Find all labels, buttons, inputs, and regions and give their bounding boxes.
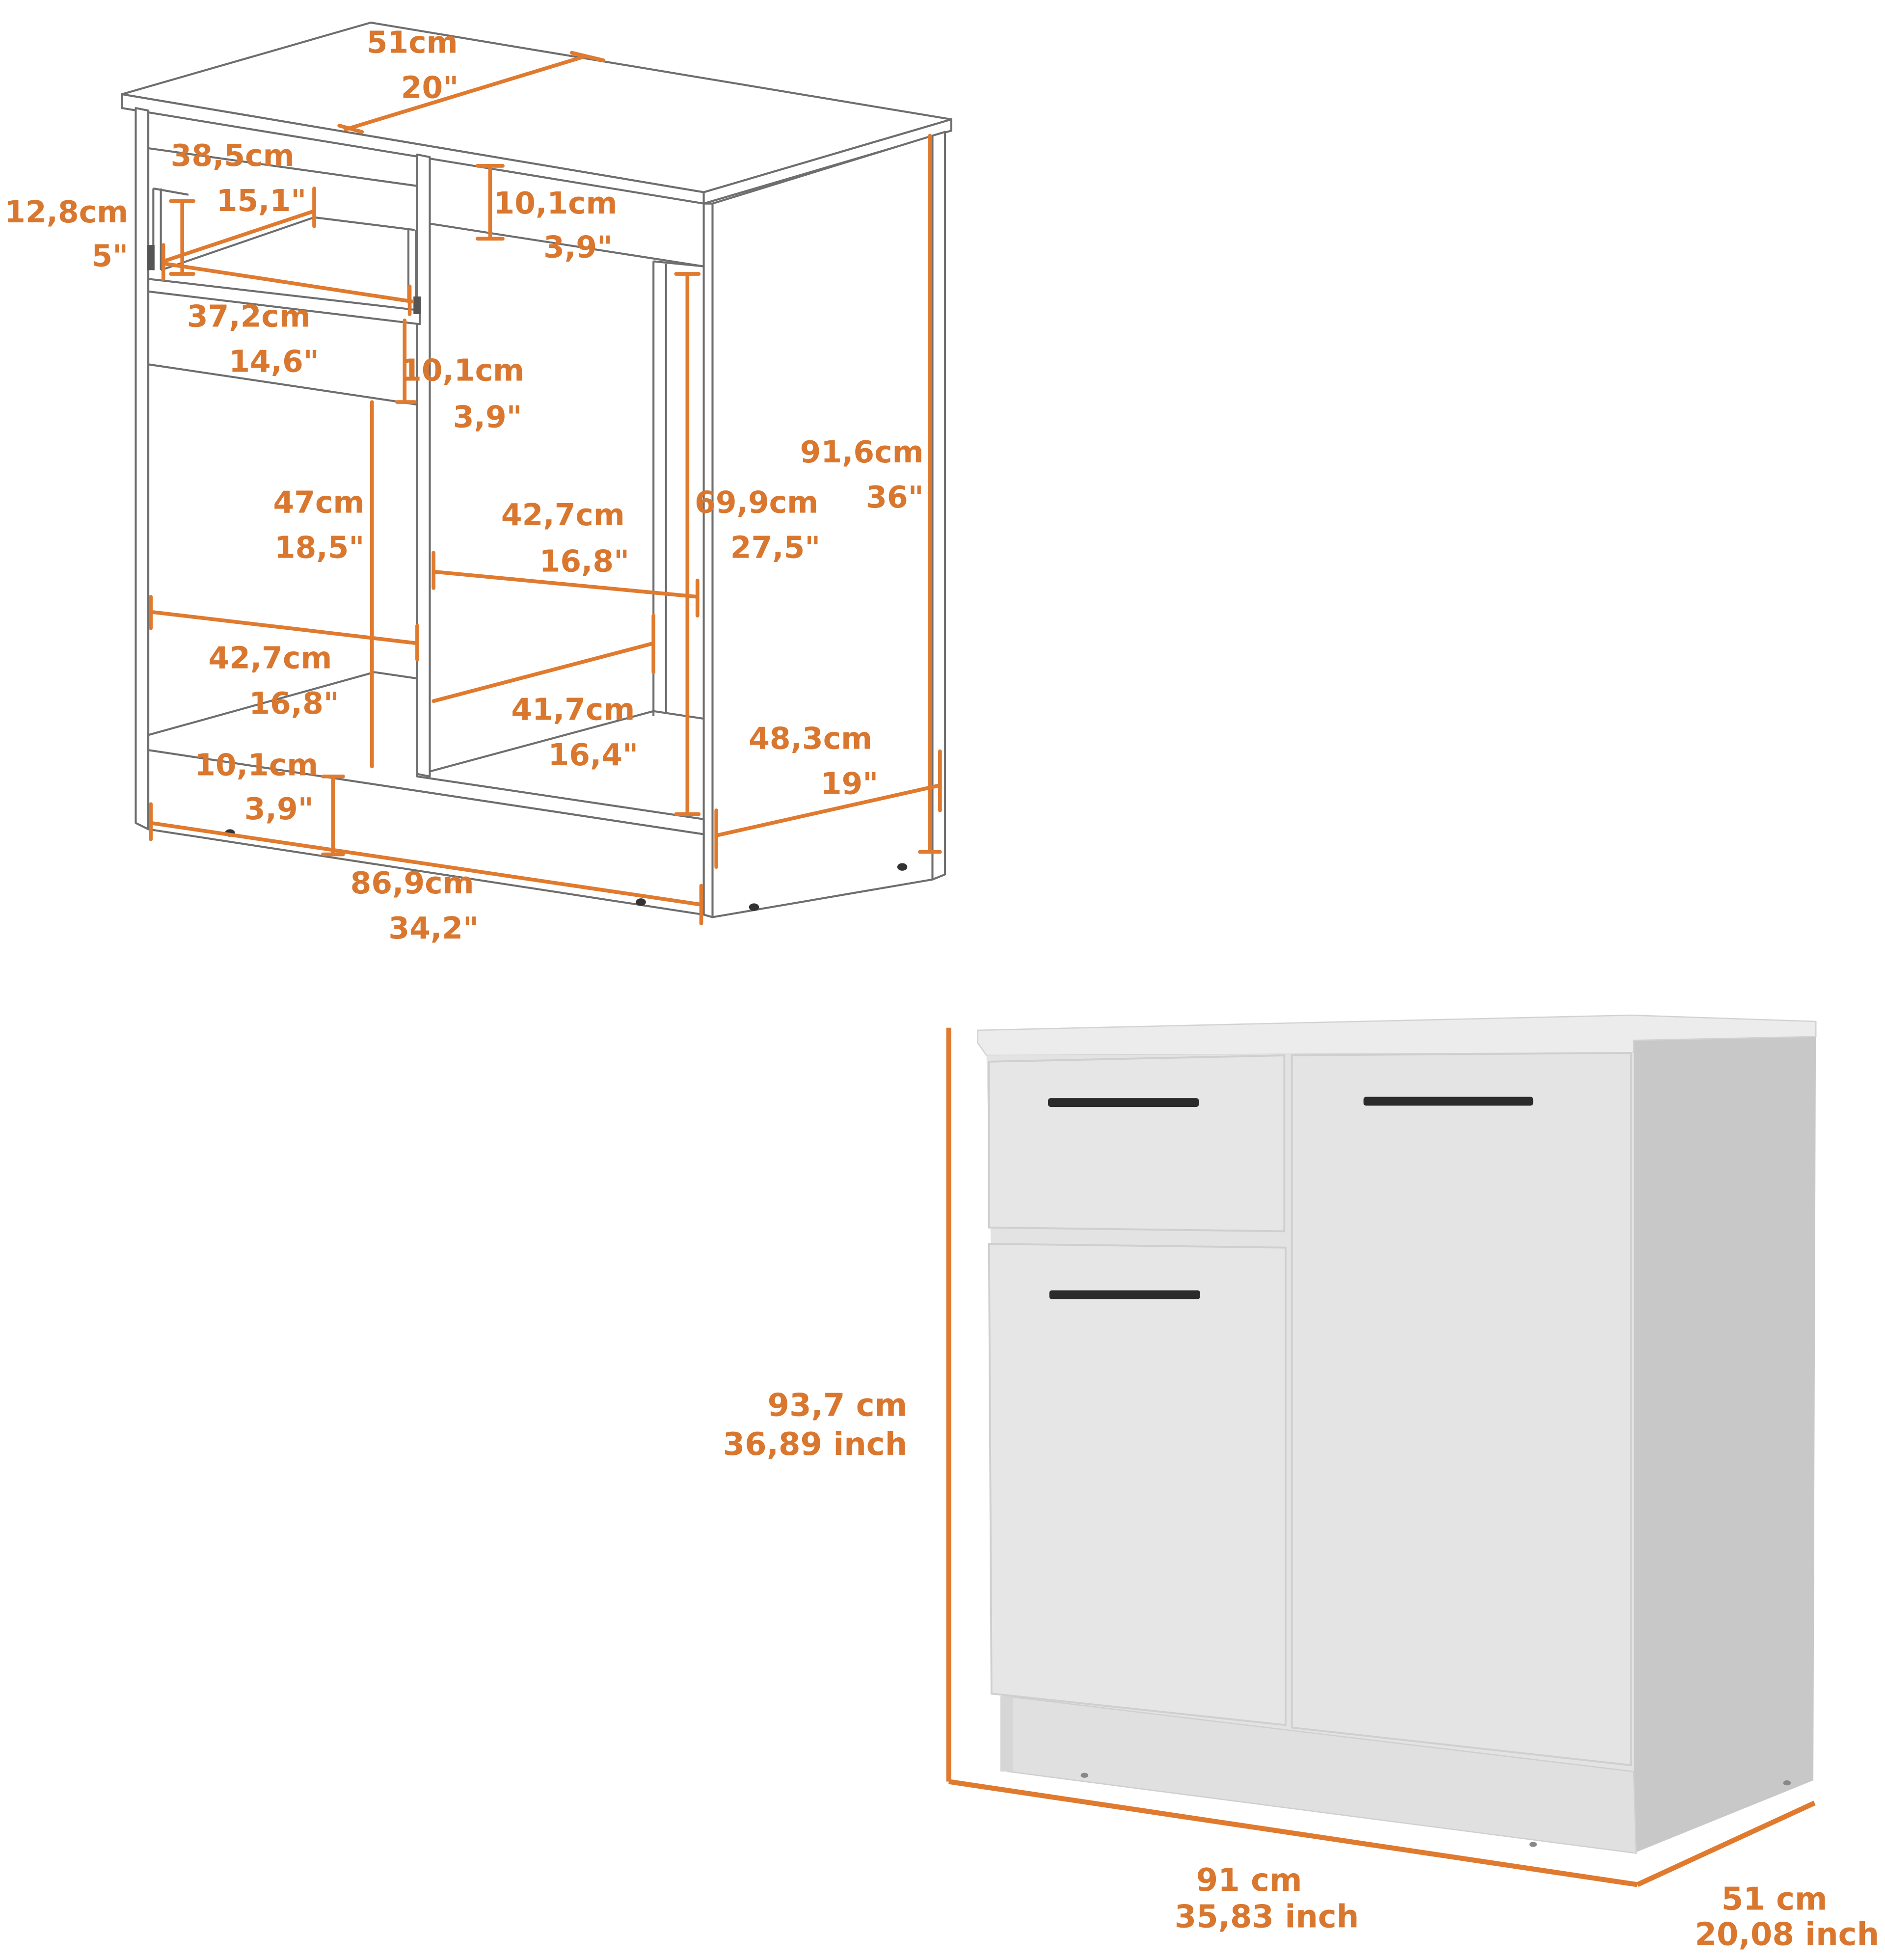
- rendered-cabinet: 93,7 cm 36,89 inch 91 cm 35,83 inch 51 c…: [723, 1014, 1880, 1953]
- label-drawer-depth-in: 15,1": [216, 184, 307, 218]
- label-depth-cm: 51 cm: [1722, 1881, 1828, 1918]
- label-rail-below-drawer-cm: 10,1cm: [401, 353, 524, 388]
- rendered-dimension-lines: [946, 1027, 1816, 1887]
- line-drawing-cabinet: 51cm 20" 38,5cm 15,1" 12,8cm 5" 37,2cm 1…: [4, 22, 952, 946]
- rendered-dimension-labels: 93,7 cm 36,89 inch 91 cm 35,83 inch 51 c…: [723, 1388, 1880, 1953]
- label-right-opening-cm: 69,9cm: [695, 485, 818, 520]
- dimension-labels: 51cm 20" 38,5cm 15,1" 12,8cm 5" 37,2cm 1…: [4, 26, 923, 946]
- right-door-handle: [1363, 1097, 1534, 1106]
- top-slab-side-edge: [702, 118, 952, 205]
- drawer-front: [988, 1054, 1286, 1233]
- label-total-height-cm: 91,6cm: [800, 435, 924, 470]
- label-drawer-width-cm: 37,2cm: [187, 299, 311, 334]
- drawer-handle: [1048, 1098, 1199, 1107]
- label-height-cm: 93,7 cm: [768, 1388, 908, 1424]
- middle-divider: [416, 153, 431, 778]
- label-left-inner-width-cm: 42,7cm: [208, 641, 332, 676]
- label-drawer-width-in: 14,6": [229, 345, 319, 379]
- left-side-panel: [135, 107, 150, 831]
- label-base-height-cm: 10,1cm: [194, 748, 318, 782]
- label-right-inner-width-in: 16,8": [539, 544, 630, 579]
- label-left-inner-width-in: 16,8": [249, 686, 339, 721]
- label-rail-below-drawer-in: 3,9": [453, 400, 522, 434]
- label-width-in: 35,83 inch: [1175, 1899, 1359, 1935]
- label-top-rail-cm: 10,1cm: [494, 186, 618, 221]
- label-left-opening-in: 18,5": [274, 530, 365, 565]
- label-top-depth-in: 20": [401, 71, 458, 106]
- label-left-opening-cm: 47cm: [273, 485, 364, 520]
- right-side-back-edge: [931, 131, 946, 881]
- cabinet-side-panel: [1634, 1033, 1816, 1853]
- drawer-box: [147, 187, 421, 325]
- label-depth-in: 20,08 inch: [1695, 1916, 1879, 1953]
- left-door-handle: [1049, 1290, 1200, 1299]
- dimension-lines: [149, 51, 942, 926]
- label-side-depth-in: 19": [821, 767, 878, 802]
- plinth: [147, 749, 705, 916]
- label-right-opening-in: 27,5": [730, 530, 821, 565]
- left-door: [988, 1243, 1287, 1726]
- label-side-depth-cm: 48,3cm: [749, 722, 872, 756]
- label-drawer-depth-cm: 38,5cm: [171, 138, 295, 173]
- label-total-height-in: 36": [866, 480, 923, 515]
- label-total-width-in: 34,2": [388, 911, 479, 946]
- label-top-rail-in: 3,9": [543, 230, 613, 265]
- cabinet-top: [977, 1014, 1817, 1056]
- label-drawer-height-cm: 12,8cm: [4, 195, 128, 230]
- label-top-depth-cm: 51cm: [367, 26, 458, 60]
- label-right-shelf-depth-cm: 41,7cm: [511, 693, 635, 727]
- label-right-shelf-depth-in: 16,4": [548, 738, 639, 773]
- label-width-cm: 91 cm: [1196, 1862, 1302, 1899]
- right-side-front-edge: [702, 202, 714, 918]
- label-height-in: 36,89 inch: [723, 1426, 908, 1463]
- label-total-width-cm: 86,9cm: [350, 866, 474, 901]
- label-right-inner-width-cm: 42,7cm: [501, 498, 625, 533]
- label-base-height-in: 3,9": [244, 792, 314, 827]
- label-drawer-height-in: 5": [91, 239, 128, 274]
- right-door: [1291, 1052, 1632, 1767]
